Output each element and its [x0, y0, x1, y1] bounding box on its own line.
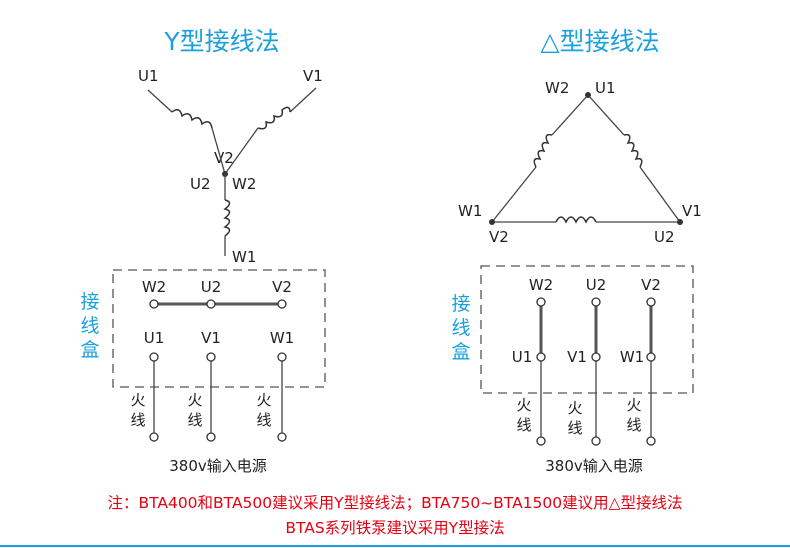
star-label-w1: W1 — [232, 248, 256, 266]
star-bottom-label-v1: V1 — [201, 329, 221, 347]
delta-terminal-v2 — [646, 297, 656, 307]
delta-top-label-v2: V2 — [641, 276, 661, 294]
star-title: Y型接线法 — [163, 27, 279, 56]
delta-live-label-3a: 火 — [626, 396, 641, 414]
note-line-2: BTAS系列铁泵建议采用Y型接法 — [285, 519, 504, 537]
delta-left-winding-coil — [533, 133, 553, 168]
star-live-label-3b: 线 — [256, 411, 271, 429]
star-supply-end-3 — [277, 432, 287, 442]
star-live-label-1a: 火 — [130, 391, 145, 409]
star-live-label-1b: 线 — [130, 411, 145, 429]
star-live-label-3a: 火 — [256, 391, 271, 409]
star-v-winding-coil — [257, 106, 291, 130]
delta-right-winding-coil — [623, 133, 643, 168]
delta-diagram: △型接线法 W2 U1 W1 V2 V1 U2 接 线 盒 W2 U2 V2 — [451, 27, 701, 475]
delta-left-lead-bottom — [491, 166, 537, 223]
delta-live-label-2b: 线 — [567, 419, 582, 437]
star-terminal-box — [112, 269, 326, 388]
delta-live-label-2a: 火 — [567, 399, 582, 417]
star-supply-end-2 — [206, 432, 216, 442]
star-box-label-2: 线 — [80, 315, 99, 337]
delta-label-left-v2: V2 — [489, 228, 509, 246]
delta-supply-end-1 — [536, 436, 546, 446]
note-line-1: 注：BTA400和BTA500建议采用Y型接线法；BTA750~BTA1500建… — [107, 494, 682, 512]
star-bottom-label-u1: U1 — [144, 329, 165, 347]
star-label-w2: W2 — [232, 175, 256, 193]
star-box-label-3: 盒 — [80, 339, 99, 361]
star-u-lead-bottom — [211, 127, 226, 175]
star-v-lead-bottom — [224, 127, 259, 175]
star-v-lead-top — [289, 87, 317, 113]
star-top-label-w2: W2 — [142, 278, 166, 296]
delta-box-label-1: 接 — [451, 293, 470, 315]
star-label-v1: V1 — [303, 67, 323, 85]
delta-left-lead-top — [551, 94, 589, 136]
star-diagram: Y型接线法 U1 V1 V2 U2 W2 W1 接 线 盒 W2 U2 V2 — [80, 27, 326, 475]
delta-node-top — [585, 92, 591, 98]
star-terminal-v1 — [206, 352, 216, 362]
delta-terminal-w1 — [646, 352, 656, 362]
star-top-label-v2: V2 — [272, 278, 292, 296]
delta-live-label-1a: 火 — [516, 396, 531, 414]
star-terminal-u1 — [149, 352, 159, 362]
star-live-label-2b: 线 — [187, 411, 202, 429]
star-u-lead-top — [147, 89, 173, 113]
delta-bottom-winding-coil — [555, 216, 597, 224]
star-label-v2: V2 — [214, 149, 234, 167]
delta-supply-end-2 — [591, 436, 601, 446]
delta-top-label-u2: U2 — [586, 276, 607, 294]
delta-node-left — [489, 219, 495, 225]
delta-label-left-w1: W1 — [458, 202, 482, 220]
delta-terminal-u2 — [591, 297, 601, 307]
delta-label-top-w2: W2 — [545, 79, 569, 97]
star-u-winding-coil — [171, 109, 213, 129]
star-w-winding-coil — [223, 199, 231, 237]
delta-terminal-v1 — [591, 352, 601, 362]
delta-label-top-u1: U1 — [595, 79, 616, 97]
delta-live-label-3b: 线 — [626, 416, 641, 434]
delta-title: △型接线法 — [540, 27, 659, 56]
delta-top-label-w2: W2 — [529, 276, 553, 294]
star-terminal-u2 — [206, 299, 216, 309]
star-live-label-2a: 火 — [187, 391, 202, 409]
delta-terminal-w2 — [536, 297, 546, 307]
delta-bottom-label-w1: W1 — [620, 348, 644, 366]
star-supply-label: 380v输入电源 — [169, 457, 267, 475]
star-box-label-1: 接 — [80, 291, 99, 313]
delta-box-label-3: 盒 — [451, 341, 470, 363]
star-terminal-w1 — [277, 352, 287, 362]
star-top-label-u2: U2 — [201, 278, 222, 296]
star-label-u2: U2 — [190, 175, 211, 193]
delta-right-lead-top — [587, 94, 625, 136]
delta-terminal-box — [480, 265, 694, 394]
star-terminal-w2 — [149, 299, 159, 309]
star-supply-end-1 — [149, 432, 159, 442]
delta-node-right — [677, 219, 683, 225]
delta-supply-end-3 — [646, 436, 656, 446]
delta-terminal-u1 — [536, 352, 546, 362]
delta-live-label-1b: 线 — [516, 416, 531, 434]
delta-supply-label: 380v输入电源 — [545, 457, 643, 475]
star-label-u1: U1 — [138, 67, 159, 85]
delta-bottom-label-v1: V1 — [567, 348, 587, 366]
delta-label-right-v1: V1 — [682, 202, 702, 220]
star-bottom-label-w1: W1 — [270, 329, 294, 347]
delta-bottom-label-u1: U1 — [512, 348, 533, 366]
delta-box-label-2: 线 — [451, 317, 470, 339]
delta-right-lead-bottom — [639, 166, 681, 223]
delta-label-right-u2: U2 — [654, 228, 675, 246]
star-terminal-v2 — [277, 299, 287, 309]
